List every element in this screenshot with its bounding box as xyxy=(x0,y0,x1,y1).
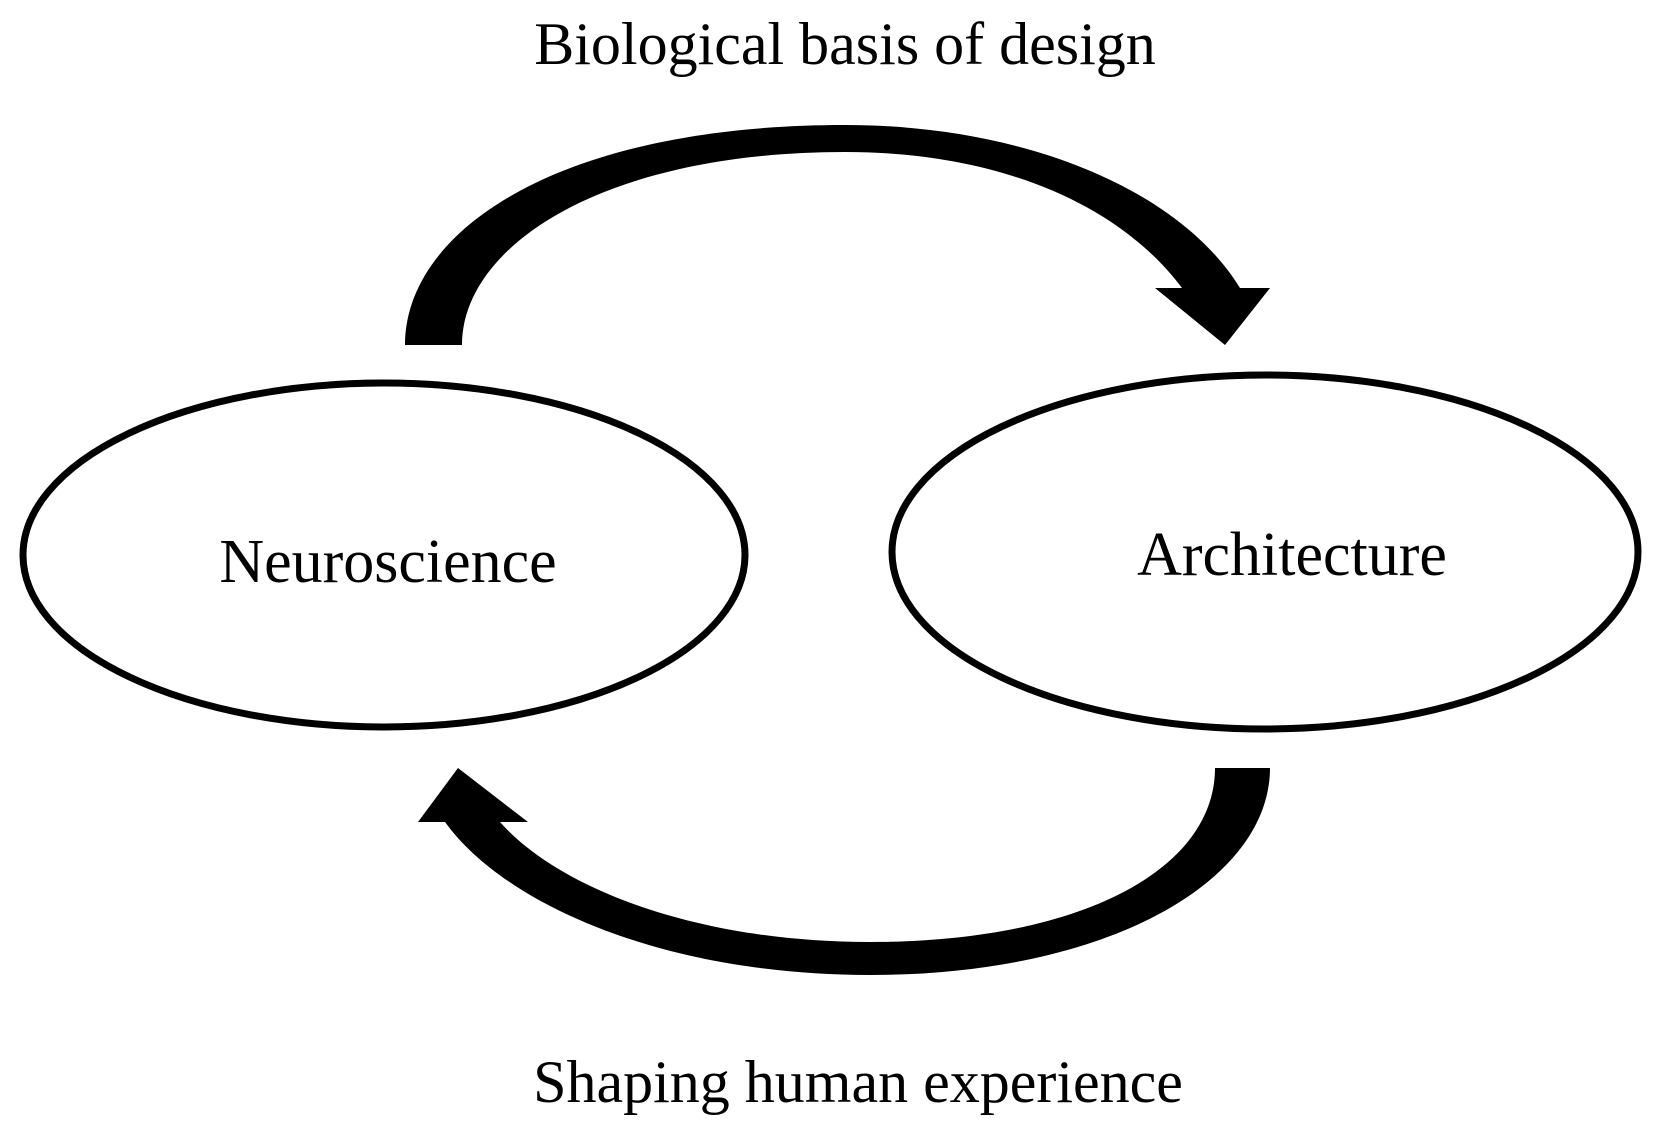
neuroscience-ellipse xyxy=(19,379,749,731)
architecture-label: Architecture xyxy=(1137,521,1447,589)
node-architecture: Architecture xyxy=(888,371,1642,733)
architecture-ellipse xyxy=(888,371,1642,733)
neuroscience-label: Neuroscience xyxy=(219,528,556,596)
arrow-neuroscience-to-architecture xyxy=(405,125,1270,345)
edge-label-biological-basis: Biological basis of design xyxy=(534,11,1156,77)
arrow-architecture-to-neuroscience xyxy=(418,768,1270,975)
edge-label-shaping-experience: Shaping human experience xyxy=(533,1049,1183,1115)
node-neuroscience: Neuroscience xyxy=(19,379,749,731)
